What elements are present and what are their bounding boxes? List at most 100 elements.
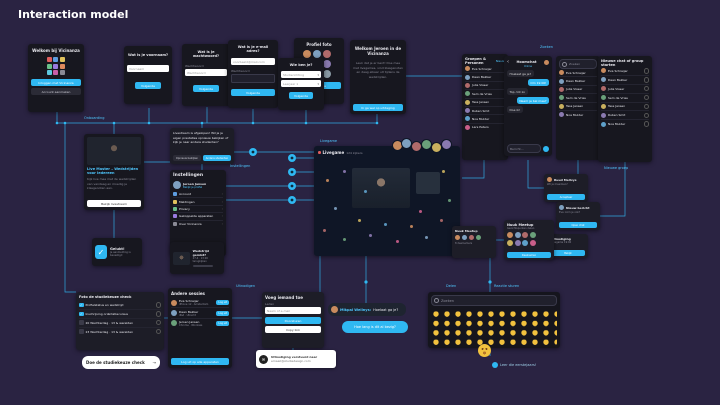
settings-item-privacy[interactable]: Privacy› [173,206,223,214]
contact-item[interactable]: Tess Jansen [601,103,649,112]
other-students-button[interactable]: Andere studenten [203,155,231,161]
session-device: Chrome · Windows [179,323,203,327]
rewatch-button[interactable]: Opnieuw bekijken [173,155,201,161]
signup-button[interactable]: Account aanmaken [31,88,81,95]
radio-icon[interactable] [155,328,161,335]
reply-bubble[interactable]: Hoe lang is dit al bezig? [342,321,408,333]
profile-row[interactable]: Jeroen Jansen Bekijk je profiel [173,181,223,189]
back-icon[interactable]: ‹ [507,59,509,65]
join-button[interactable]: Deelnemen [507,252,551,258]
notification-bubble[interactable]: Mikpal Wellnys: Hoelaat ga je? [328,303,406,316]
checkbox[interactable] [643,85,649,92]
toast-line2: emaail@studiedesign.com [271,359,311,363]
next-button[interactable]: Volgende [135,82,161,89]
study-check-button[interactable]: Doe de studiekeuze check → [82,356,160,369]
livegame-video-secondary[interactable] [416,172,440,195]
contact-item[interactable]: Daan Bakker [601,76,649,85]
accept-button[interactable]: Accepteer [547,194,585,200]
settings-item-notifications[interactable]: Meldingen› [173,198,223,206]
checkbox[interactable] [643,121,649,127]
groups-new-link[interactable]: Nieuw [495,59,505,63]
logout-button[interactable]: Log uit [216,310,229,316]
email-password-input[interactable] [231,74,275,83]
meetup-title: Nuuk Meetup [507,223,534,227]
checklist-item[interactable]: 23 Wachterdag · 13 & werelden [79,328,161,336]
logout-button[interactable]: Log uit [216,320,229,326]
message-input[interactable]: Bericht... [507,144,541,153]
list-item[interactable]: Eva Schreijer [559,69,597,78]
settings-item-devices[interactable]: Gekoppelde apparaten› [173,213,223,221]
email-input[interactable]: voorbeeld@mail.com [231,58,275,65]
avatar-option[interactable] [302,50,311,58]
list-item[interactable]: Julia Visser› [465,82,505,91]
list-item[interactable]: Tess Jansen› [465,99,505,107]
next-button[interactable]: Volgende [231,89,275,96]
contact-item[interactable]: Eva Schreijer [601,67,649,76]
checklist-item[interactable]: 20 Wachterdag · 13 & werelden [79,319,161,328]
list-item[interactable]: Julia Visser [559,86,597,95]
password-input[interactable]: Wachtwoord [185,69,227,76]
search-input[interactable]: Zoeken [559,59,597,69]
watch-button[interactable]: Bekijk livestream [87,200,141,207]
person-name: Noa Mulder [472,116,490,121]
settings-item-about[interactable]: Over Vicinanza› [173,221,223,227]
list-item[interactable]: Sem de Vries› [465,90,505,99]
list-item[interactable]: Tess Jansen [559,103,597,111]
forward-button[interactable]: Doorsturen [265,317,321,324]
list-item[interactable]: Lars Peters› [465,124,505,131]
first-name-input[interactable]: Voornaam [127,65,169,72]
member-input[interactable]: Naam of e-mail [265,307,321,314]
list-item[interactable]: Noa Mulder [559,111,597,118]
settings-item-label: Over Vicinanza [179,221,202,226]
avatar-option[interactable] [322,50,331,58]
study-select[interactable]: Studierichting▾ [281,71,321,78]
video-thumbnail[interactable] [87,137,141,165]
year-select[interactable]: Leerjaar 1▾ [281,80,321,87]
list-item[interactable]: Daan Bakker [559,77,597,86]
challenge-button[interactable]: Ik ga wel op uitdaging [353,104,403,111]
copy-link-button[interactable]: Copy link [265,326,321,333]
search-icon [434,298,439,303]
contact-item[interactable]: Noa Mulder [601,120,649,128]
list-item[interactable]: Sem de Vries [559,94,597,103]
radio-icon[interactable] [155,319,161,326]
emoji-search-input[interactable]: Zoeken [431,295,557,306]
avatar-option[interactable] [322,60,331,68]
radio-icon[interactable] [155,302,161,308]
kiss-emoji-icon[interactable] [478,344,491,357]
checkbox[interactable] [643,103,649,110]
settings-item-account[interactable]: Account› [173,191,223,199]
checkbox[interactable] [643,77,649,83]
list-item[interactable]: Noa Mulder› [465,115,505,124]
login-button[interactable]: Inloggen met Vicinanza [31,79,81,86]
send-icon[interactable] [543,145,549,152]
checkbox[interactable] [643,68,649,74]
radio-icon[interactable] [155,311,161,317]
list-item[interactable]: Eva Schreijer› [465,65,505,74]
checklist-item[interactable]: ✓Profielstatus en wedstrijd [79,301,161,310]
contact-item[interactable]: Ruben Smit [601,111,649,121]
contact-item[interactable]: Sem de Vries [601,94,649,103]
bell-icon [173,199,177,204]
next-button[interactable]: Volgende [193,85,219,92]
avatar-option[interactable] [322,70,331,78]
logout-button[interactable]: Log uit [216,300,229,306]
list-item[interactable]: Ruben Smit› [465,107,505,116]
video-title[interactable]: Live Master – Wedstrijden voor iedereen [87,167,139,175]
screen-password: Wat is je wachtwoord? Wachtwoord Wachtwo… [182,44,230,106]
checkbox[interactable] [643,112,649,119]
next-button[interactable]: Volgende [289,92,313,99]
toast-line1: Uitnodiging verstuurd naar [271,355,318,359]
list-item[interactable]: Daan Bakker› [465,73,505,82]
replay-thumbnail[interactable] [173,251,190,265]
open-chat-button[interactable]: Open chat [559,222,597,228]
avatar-option[interactable] [312,50,321,58]
emoji-grid[interactable] [431,309,557,345]
contact-item[interactable]: Julia Visser [601,85,649,94]
checkbox[interactable] [643,94,649,101]
livegame-video[interactable] [351,168,411,208]
view-button[interactable]: Bekijk [551,250,585,256]
logout-all-button[interactable]: Log uit op alle apparaten [171,358,229,365]
checklist-item[interactable]: ✓Inschrijving oriëntatiecursus [79,310,161,319]
